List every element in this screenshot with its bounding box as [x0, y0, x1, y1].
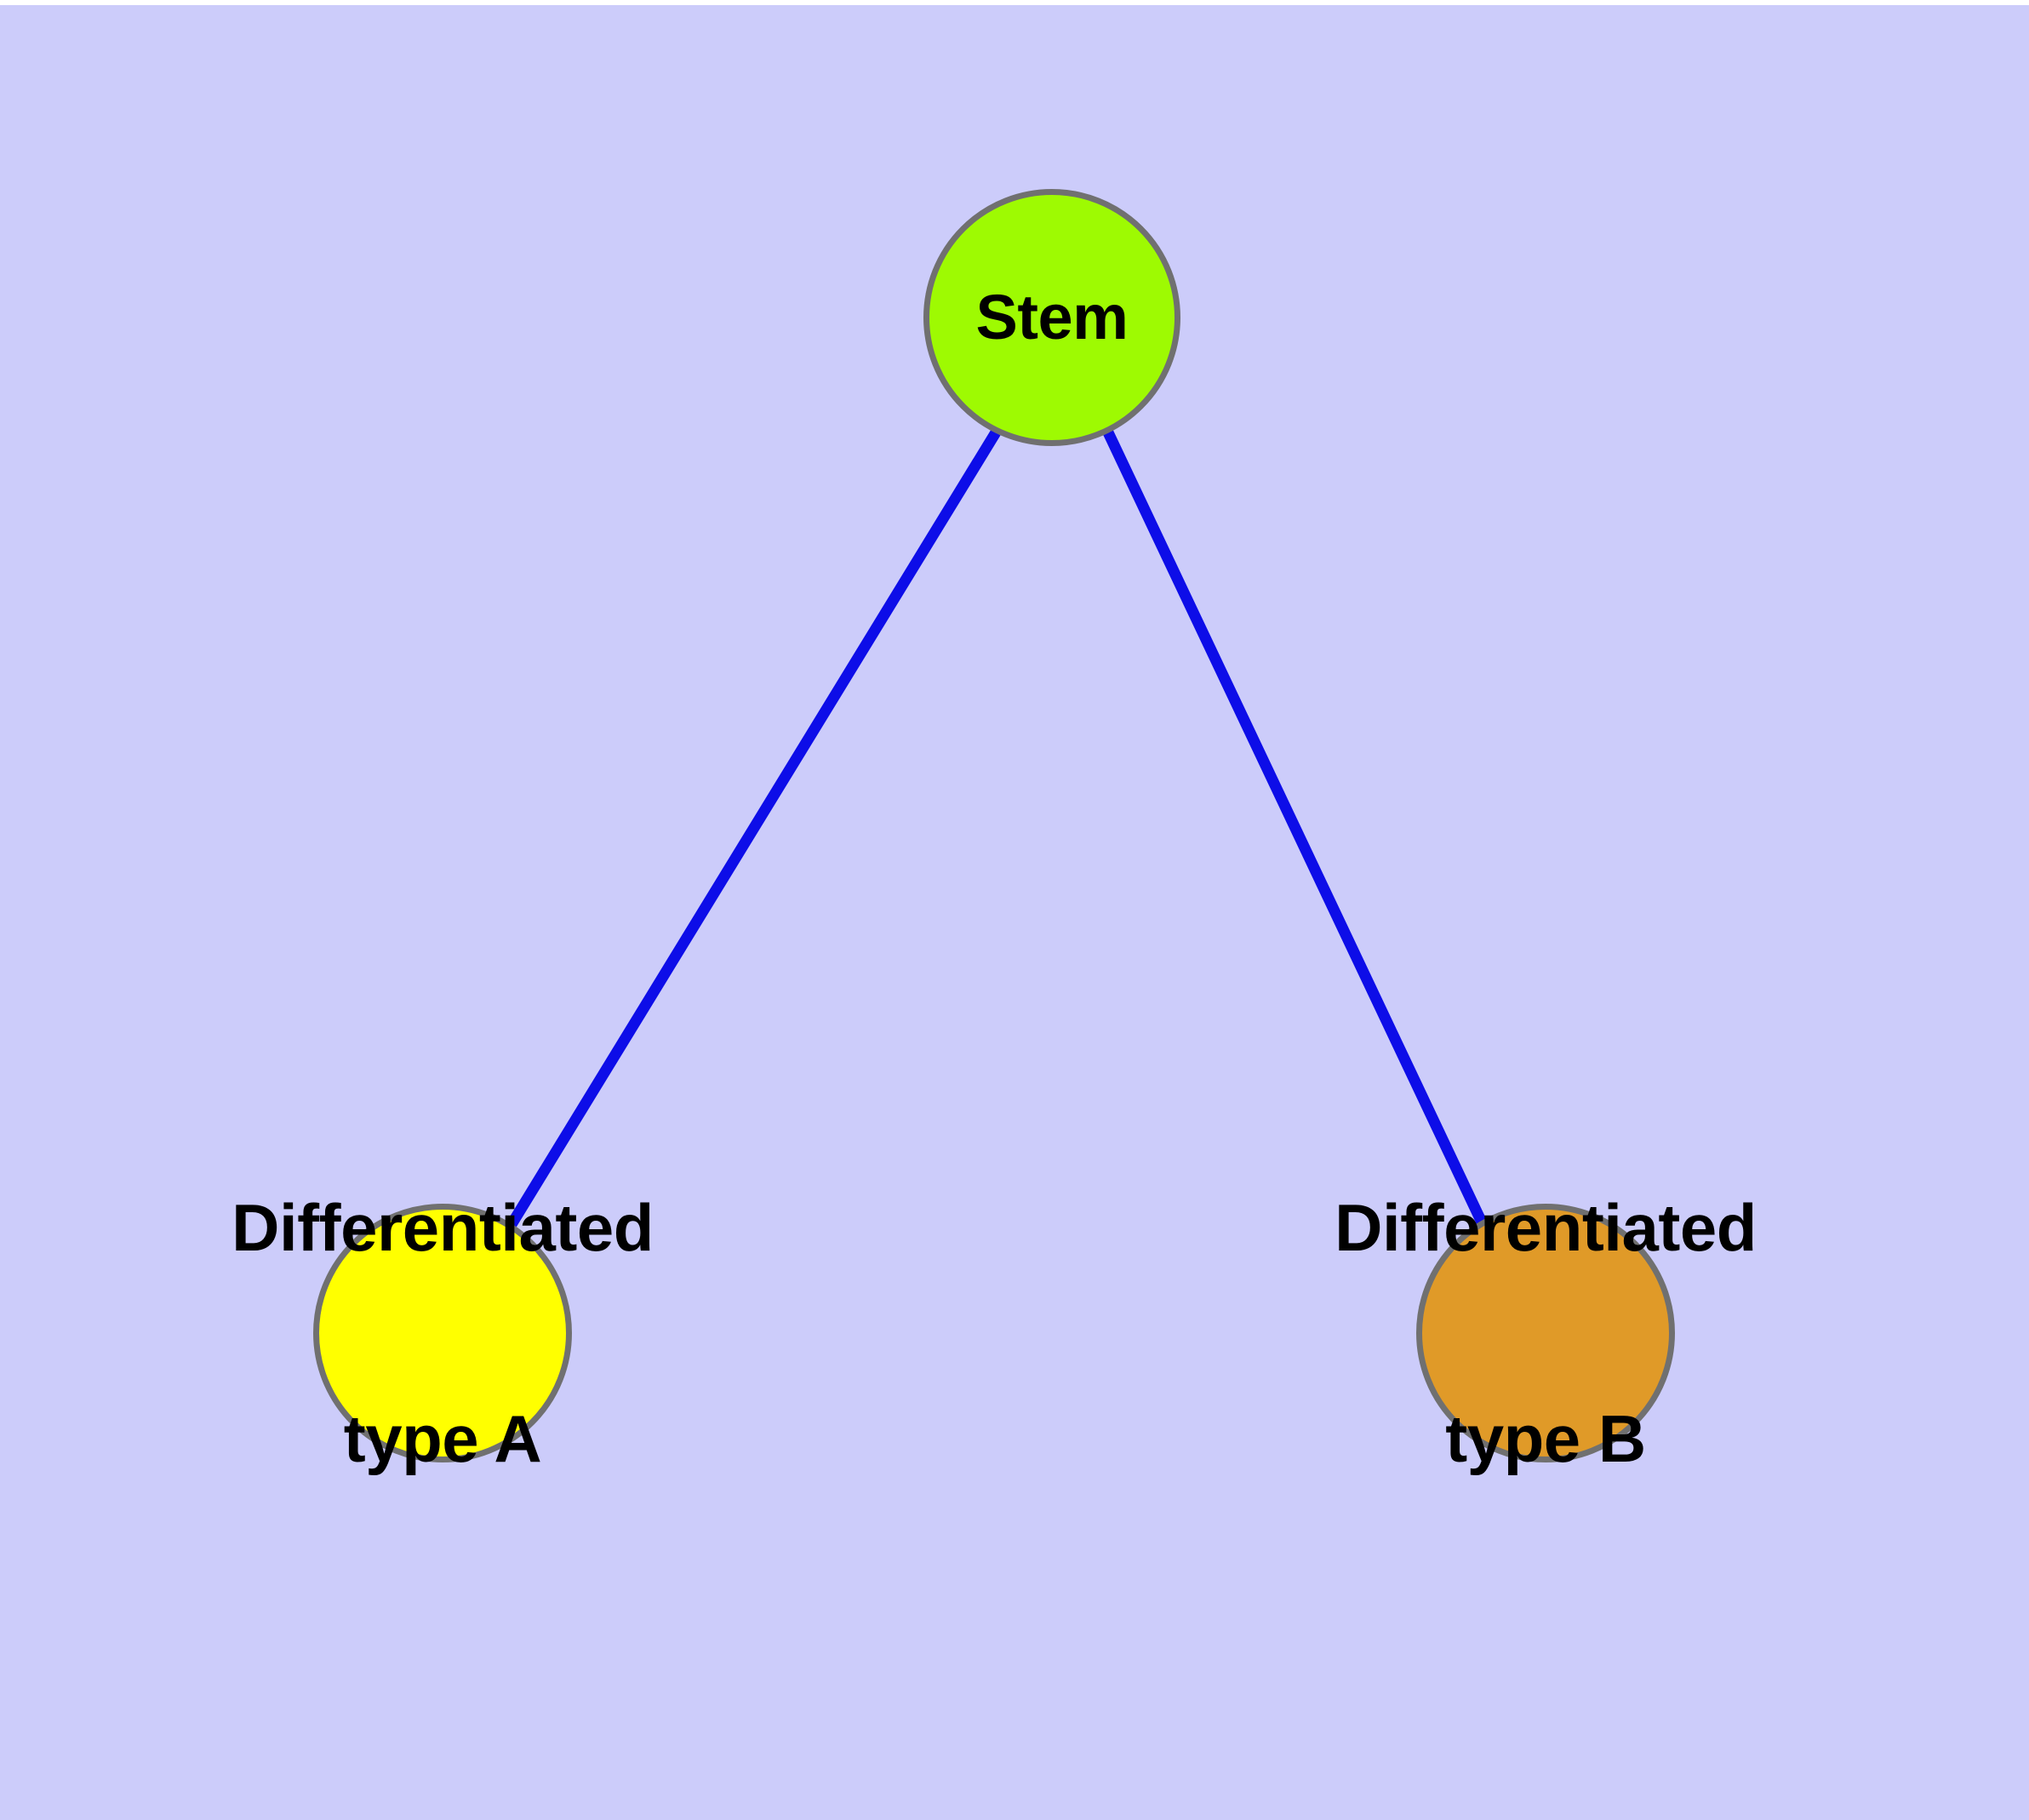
node-stem[interactable] — [923, 189, 1180, 446]
node-differentiated-type-b[interactable] — [1416, 1204, 1675, 1462]
edge-stem-to-differentiated-type-a[interactable] — [506, 429, 1001, 1229]
node-differentiated-type-a[interactable] — [313, 1204, 572, 1462]
edge-stem-to-differentiated-type-b[interactable] — [1103, 430, 1488, 1227]
